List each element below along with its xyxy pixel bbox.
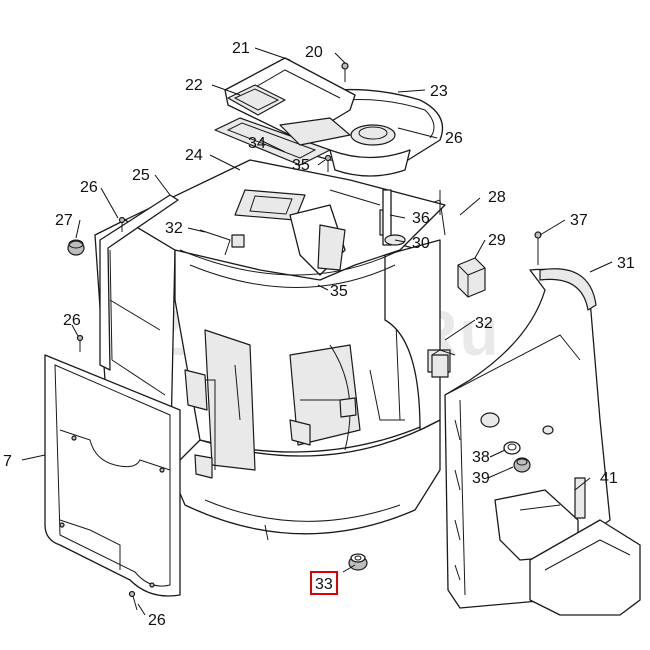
callout-41: 41: [600, 470, 618, 487]
highlight-box-33: [310, 571, 338, 595]
callout-26-left-top: 26: [80, 179, 98, 196]
callout-32-left: 32: [165, 220, 183, 237]
part-33-bushing: [348, 553, 368, 571]
callout-20: 20: [305, 44, 323, 61]
callout-27: 27: [55, 212, 73, 229]
callout-24: 24: [185, 147, 203, 164]
callout-23: 23: [430, 83, 448, 100]
callout-33: 33: [315, 576, 333, 593]
callout-38: 38: [472, 449, 490, 466]
callout-labels: 21 20 22 23 34 26 24 35 25 26 28 36 27 3…: [3, 40, 635, 629]
callout-28: 28: [488, 189, 506, 206]
callout-32-right: 32: [475, 315, 493, 332]
callout-36: 36: [412, 210, 430, 227]
right-parts: [431, 231, 641, 616]
callout-26-bottom: 26: [148, 612, 166, 629]
callout-35-mid: 35: [330, 283, 348, 300]
lid-assembly: [214, 57, 444, 246]
callout-30: 37: [570, 212, 588, 229]
callout-35-top: 35: [292, 157, 310, 174]
callout-25: 25: [132, 167, 150, 184]
callout-26-left-mid: 26: [63, 312, 81, 329]
callout-21: 21: [232, 40, 250, 57]
callout-31: 31: [617, 255, 635, 272]
callout-26-top: 26: [445, 130, 463, 147]
callout-34: 34: [248, 135, 266, 152]
callout-7: 7: [3, 453, 12, 470]
callout-39: 39: [472, 470, 490, 487]
callout-29: 29: [488, 232, 506, 249]
callout-22: 22: [185, 77, 203, 94]
callout-37: 30: [412, 235, 430, 252]
leader-lines: [21, 47, 613, 616]
left-parts: [44, 194, 181, 611]
